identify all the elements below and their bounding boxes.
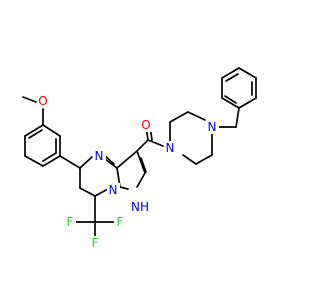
bridgehead-nitrogen-label: N [109, 183, 118, 197]
piperazine-amide-nitrogen-label: N [166, 141, 175, 155]
ring-imine-nitrogen-label: N [95, 149, 104, 163]
methoxy-oxygen-label: O [38, 94, 47, 108]
fluorine-left-label: F [67, 215, 74, 229]
molecule-structure: O O N N N N NH F F F [22, 67, 257, 250]
carbonyl-oxygen-label: O [141, 118, 150, 132]
pyrazole-nh-label: NH [131, 200, 149, 214]
atom-labels: O O N N N N NH F F F [37, 94, 219, 250]
piperazine-benzyl-nitrogen-label: N [208, 120, 217, 134]
bond-lines [22, 67, 257, 241]
fluorine-bottom-label: F [92, 236, 99, 250]
fluorine-right-label: F [117, 215, 124, 229]
